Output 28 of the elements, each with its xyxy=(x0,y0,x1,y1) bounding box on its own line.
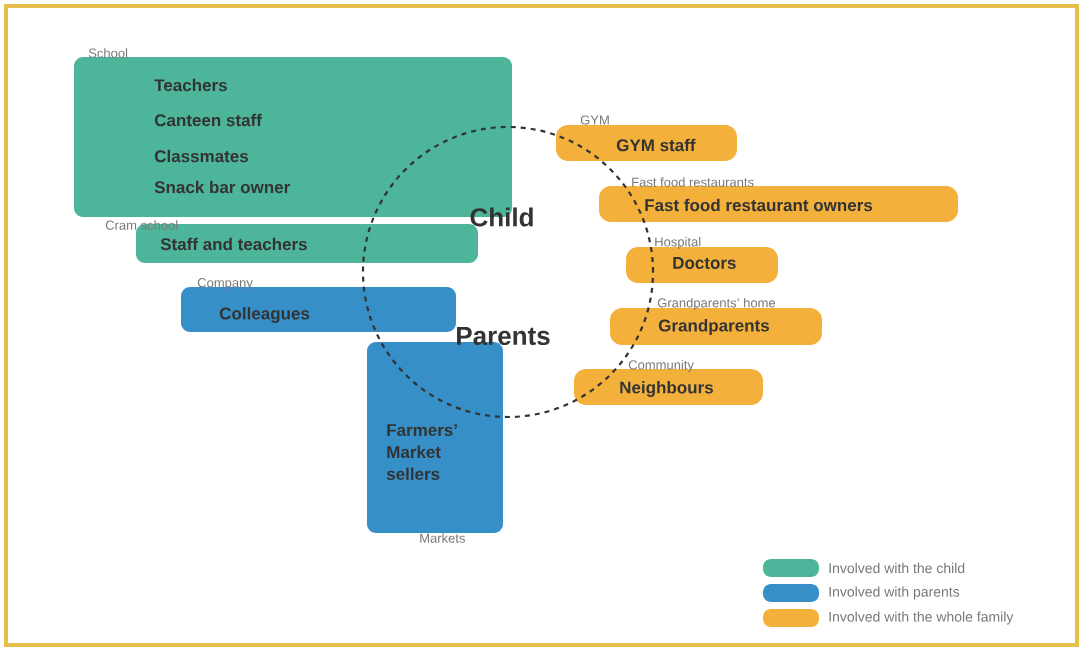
category-label: Markets xyxy=(420,533,465,543)
category-label: GYM xyxy=(580,115,609,125)
person-label: Canteen staff xyxy=(154,113,262,127)
person-label: Classmates xyxy=(154,149,248,163)
person-label: Teachers xyxy=(154,78,227,92)
person-label: Fast food restaurant owners xyxy=(645,198,873,212)
legend-label: Involved with the child xyxy=(829,562,965,574)
person-label: Snack bar owner xyxy=(154,180,290,194)
legend-label: Involved with parents xyxy=(829,586,960,600)
category-pill xyxy=(556,115,737,161)
category-box xyxy=(181,278,456,332)
category-label: Hospital xyxy=(655,236,701,250)
person-label: Neighbours xyxy=(620,381,713,397)
category-pill xyxy=(626,236,778,283)
category-pill xyxy=(574,359,763,405)
legend-label: Involved with the whole family xyxy=(829,611,1014,625)
category-pill xyxy=(610,297,822,345)
person-label: Farmers’ Market sellers xyxy=(386,424,457,481)
person-label: Grandparents xyxy=(658,319,769,335)
center-label: Parents xyxy=(457,326,550,346)
person-label: Staff and teachers xyxy=(160,237,307,251)
category-label: Grandparents’ home xyxy=(657,297,776,311)
category-label: Fast food restaurants xyxy=(632,177,754,187)
category-label: School xyxy=(88,48,128,58)
person-label: Doctors xyxy=(673,257,736,269)
person-label: Colleagues xyxy=(219,307,310,323)
category-pill xyxy=(599,177,958,222)
person-label: GYM staff xyxy=(616,138,696,152)
